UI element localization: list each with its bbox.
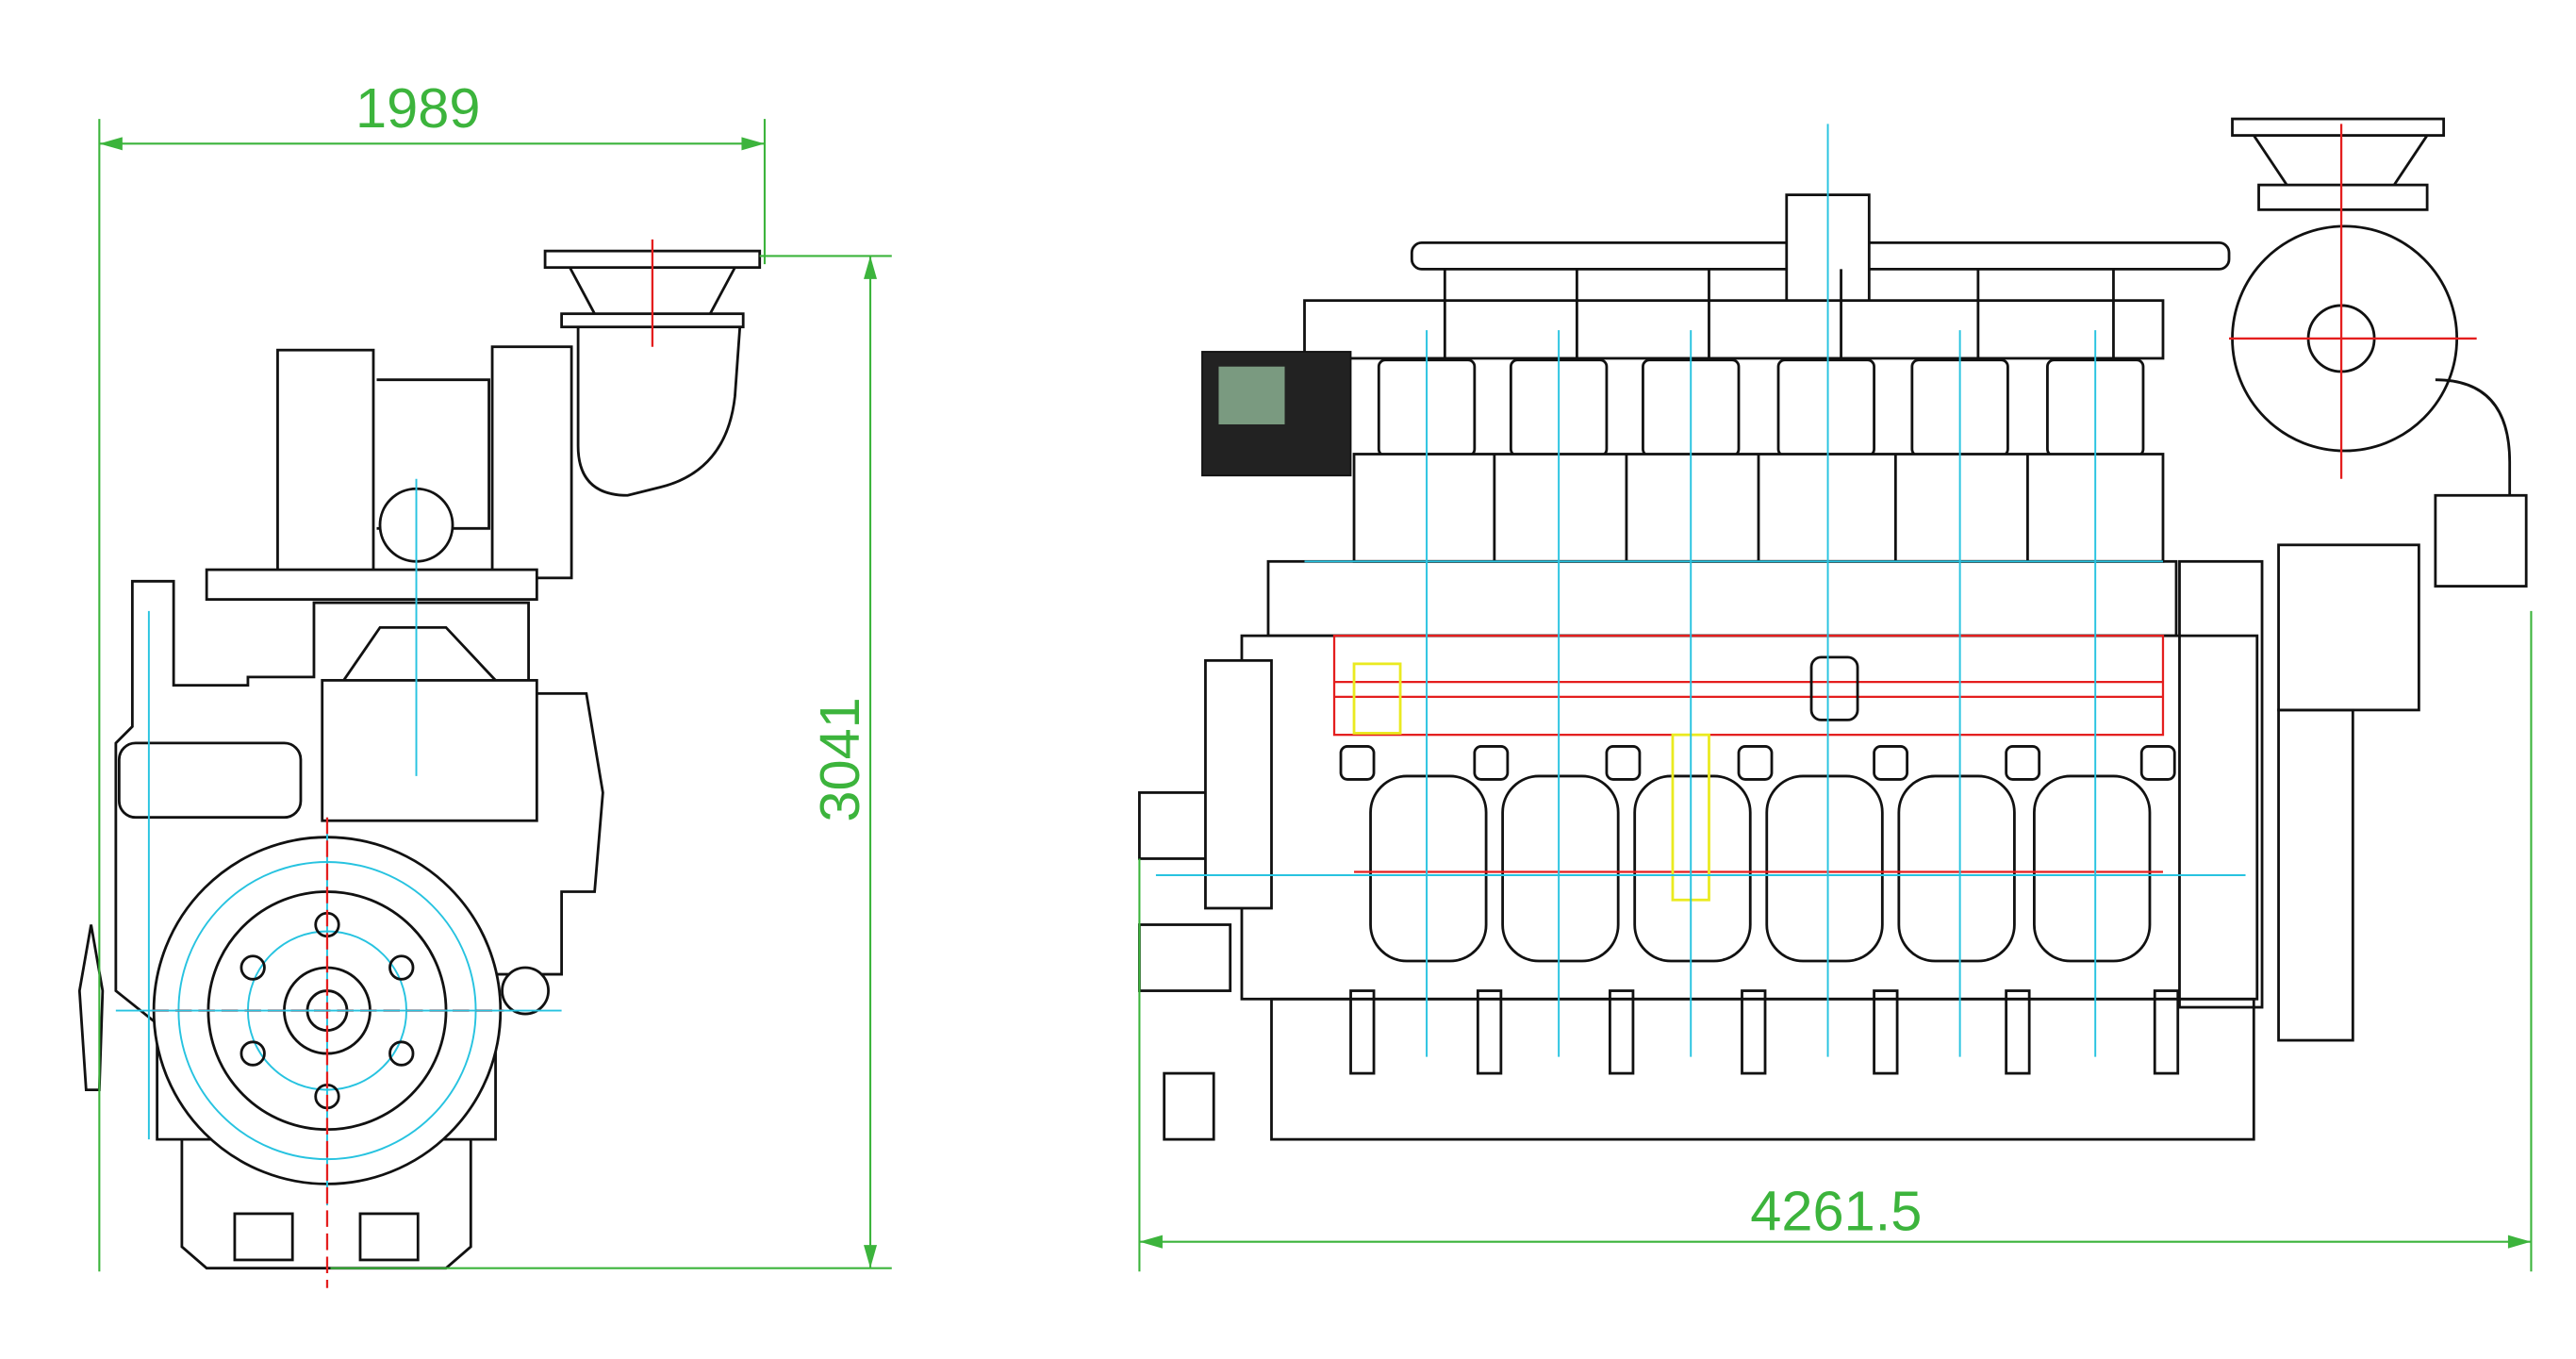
dimension-length-label: 4261.5 [1750, 1179, 1922, 1242]
dimension-width [98, 119, 767, 1272]
dimension-height [330, 255, 892, 1269]
dimension-width-label: 1989 [355, 76, 480, 140]
end-view [77, 239, 762, 1288]
dimension-height-label: 3041 [808, 697, 871, 821]
side-view [1138, 117, 2528, 1141]
dimension-length [1138, 610, 2533, 1272]
